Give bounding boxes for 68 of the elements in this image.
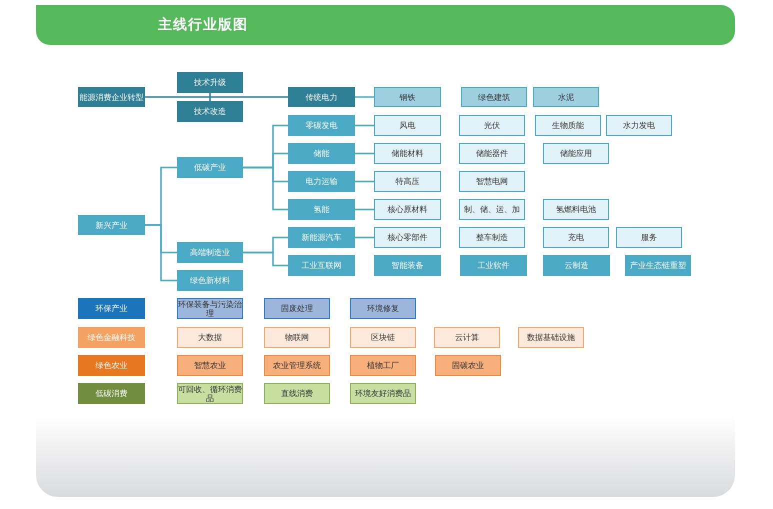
category-box: 绿色农业 [78, 355, 145, 376]
category-box: 智能装备 [374, 255, 441, 276]
category-box: 环境友好消费品 [350, 383, 416, 404]
connector-line [355, 236, 374, 238]
category-box: 环保装备与污染治理 [177, 298, 243, 319]
connector-line [145, 224, 177, 282]
category-box: 储能材料 [374, 143, 441, 164]
category-box: 整车制造 [459, 227, 525, 248]
category-box: 新兴产业 [78, 215, 145, 235]
category-box: 零碳发电 [288, 115, 355, 136]
category-box: 储能器件 [459, 143, 525, 164]
category-box: 可回收、循环消费品 [177, 383, 243, 404]
category-box: 环境修复 [350, 298, 416, 319]
connector-line [355, 152, 374, 154]
category-box: 绿色金融科技 [78, 327, 145, 348]
category-box: 风电 [374, 115, 441, 136]
category-box: 服务 [616, 227, 682, 248]
category-box: 低碳产业 [177, 157, 243, 178]
category-box: 水泥 [533, 87, 599, 107]
category-box: 云计算 [434, 327, 500, 348]
connector-line [145, 96, 288, 98]
category-box: 储能 [288, 143, 355, 164]
category-box: 环保产业 [78, 298, 145, 319]
category-box: 制、储、运、加 [459, 199, 525, 220]
connector-line [209, 93, 211, 101]
category-box: 区块链 [350, 327, 416, 348]
category-box: 绿色建筑 [461, 87, 527, 107]
category-box: 固废处理 [264, 298, 330, 319]
category-box: 产业生态链重塑 [625, 255, 691, 276]
category-box: 数据基础设施 [518, 327, 584, 348]
category-box: 生物质能 [535, 115, 601, 136]
category-box: 新能源汽车 [288, 227, 355, 248]
category-box: 高端制造业 [177, 242, 243, 263]
category-box: 核心原材料 [374, 199, 441, 220]
category-box: 核心零部件 [374, 227, 441, 248]
category-box: 农业管理系统 [264, 355, 330, 376]
category-box: 水力发电 [606, 115, 672, 136]
category-box: 工业互联网 [288, 255, 355, 276]
connector-line [243, 252, 288, 266]
connector-line [355, 96, 374, 98]
category-box: 云制造 [543, 255, 610, 276]
category-box: 电力运输 [288, 171, 355, 192]
category-box: 低碳消费 [78, 383, 145, 404]
connector-line [243, 166, 288, 210]
category-box: 储能应用 [543, 143, 609, 164]
category-box: 充电 [543, 227, 609, 248]
category-box: 固碳农业 [435, 355, 501, 376]
category-box: 直线消费 [264, 383, 330, 404]
connector-line [355, 208, 374, 210]
connector-line [355, 180, 374, 182]
connector-line [355, 124, 374, 126]
category-box: 钢铁 [374, 87, 441, 107]
category-box: 绿色新材料 [177, 270, 243, 291]
category-box: 物联网 [264, 327, 330, 348]
category-box: 特高压 [374, 171, 441, 192]
category-box: 工业软件 [460, 255, 527, 276]
category-box: 技术升级 [177, 72, 243, 93]
category-box: 光伏 [459, 115, 525, 136]
title: 主线行业版图 [158, 16, 248, 34]
category-box: 氢能 [288, 199, 355, 220]
category-box: 能源消费企业转型 [78, 87, 145, 107]
category-box: 大数据 [177, 327, 243, 348]
category-box: 技术改造 [177, 101, 243, 122]
category-box: 氢燃料电池 [543, 199, 609, 220]
category-box: 智慧农业 [177, 355, 243, 376]
category-box: 传统电力 [288, 87, 355, 107]
category-box: 智慧电网 [459, 171, 525, 192]
category-box: 植物工厂 [350, 355, 416, 376]
